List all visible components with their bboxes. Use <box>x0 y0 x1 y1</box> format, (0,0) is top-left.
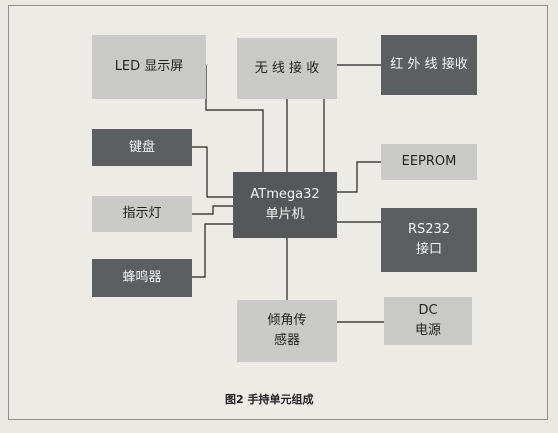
block-rs232-label-line1: RS232 <box>407 222 451 237</box>
block-wireless-receive-label: 无 线 接 收 <box>254 60 320 76</box>
block-keyboard-label: 键盘 <box>128 139 155 155</box>
block-keyboard: 键盘 <box>92 129 192 166</box>
block-eeprom-label: EEPROM <box>401 154 457 169</box>
wire-eeprom <box>337 161 381 193</box>
block-rs232: RS232 接口 <box>381 208 477 272</box>
block-led-display-label: LED 显示屏 <box>114 59 184 74</box>
wire-led <box>205 65 264 172</box>
block-tilt-sensor: 倾角传 感器 <box>237 300 337 362</box>
wire-indicator <box>192 205 233 215</box>
block-infrared-receive-label: 红 外 线 接收 <box>390 57 468 72</box>
block-dc-power: DC 电源 <box>384 297 472 345</box>
block-dc-power-label-line2: 电源 <box>414 323 441 338</box>
wire-keyboard <box>192 146 233 198</box>
block-buzzer: 蜂鸣器 <box>92 259 192 297</box>
block-led-display: LED 显示屏 <box>92 35 206 99</box>
wire-buzzer <box>192 223 233 278</box>
block-eeprom: EEPROM <box>381 144 477 180</box>
block-mcu: ATmega32 单片机 <box>233 172 337 238</box>
block-mcu-label-line2: 单片机 <box>265 207 305 222</box>
block-dc-power-label-line1: DC <box>418 303 438 318</box>
block-indicator-light: 指示灯 <box>92 196 192 232</box>
block-wireless-receive: 无 线 接 收 <box>237 38 337 99</box>
block-tilt-sensor-label-line2: 感器 <box>273 333 300 348</box>
block-infrared-receive: 红 外 线 接收 <box>381 35 477 95</box>
block-rs232-label-line2: 接口 <box>415 242 442 257</box>
figure-caption: 图2 手持单元组成 <box>225 393 314 406</box>
block-buzzer-label: 蜂鸣器 <box>122 270 162 285</box>
block-indicator-light-label: 指示灯 <box>122 206 162 221</box>
block-mcu-label-line1: ATmega32 <box>250 187 320 202</box>
block-tilt-sensor-label-line1: 倾角传 <box>267 313 307 328</box>
